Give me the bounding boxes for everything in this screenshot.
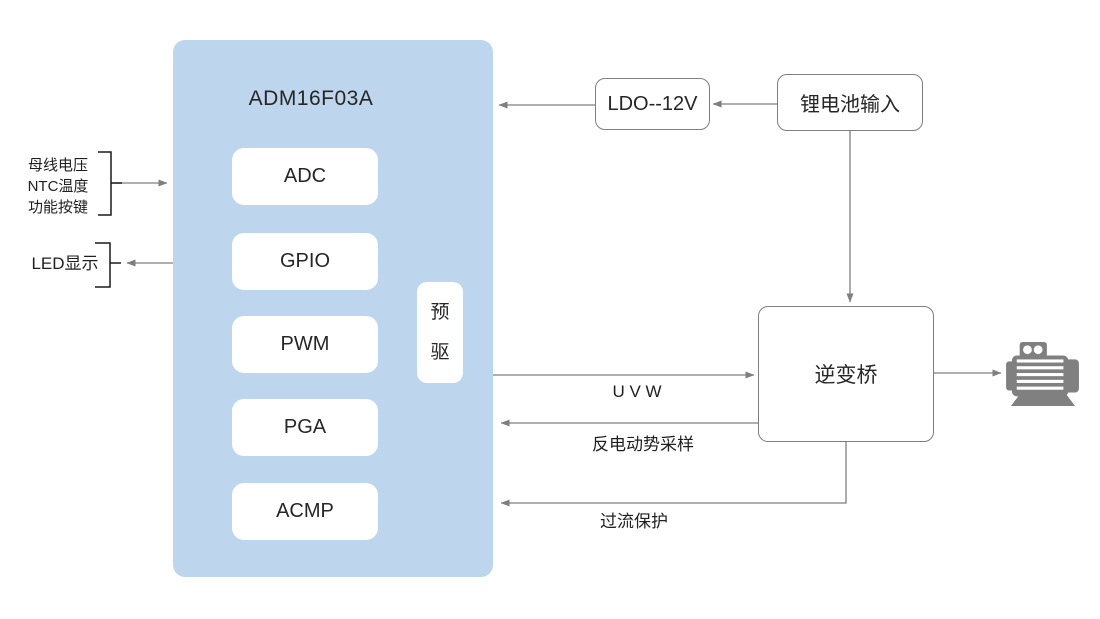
analog-input-labels: 母线电压 NTC温度 功能按键 [24, 155, 92, 218]
back-emf-sampling-label: 反电动势采样 [592, 435, 694, 454]
led-display-label: LED显示 [31, 254, 99, 273]
chip-module-predriver: 预驱 [417, 282, 463, 383]
chip-module-pwm: PWM [232, 316, 378, 373]
uvw-signal-label: U V W [612, 382, 662, 401]
predriver-label: 预驱 [430, 301, 450, 363]
label-ntc-temp: NTC温度 [27, 178, 89, 195]
overcurrent-protect-label: 过流保护 [600, 512, 668, 531]
chip-title: ADM16F03A [248, 87, 374, 110]
chip-module-adc: ADC [232, 148, 378, 205]
ldo-block: LDO--12V [595, 78, 710, 130]
label-bus-voltage: 母线电压 [27, 157, 88, 174]
bracket-analog-inputs [98, 151, 112, 216]
chip-module-gpio: GPIO [232, 233, 378, 290]
chip-module-acmp: ACMP [232, 483, 378, 540]
label-function-keys: 功能按键 [27, 199, 88, 216]
motor-icon [1006, 340, 1080, 408]
battery-input-block: 锂电池输入 [777, 74, 923, 131]
inverter-bridge-block: 逆变桥 [758, 306, 934, 442]
chip-module-pga: PGA [232, 399, 378, 456]
